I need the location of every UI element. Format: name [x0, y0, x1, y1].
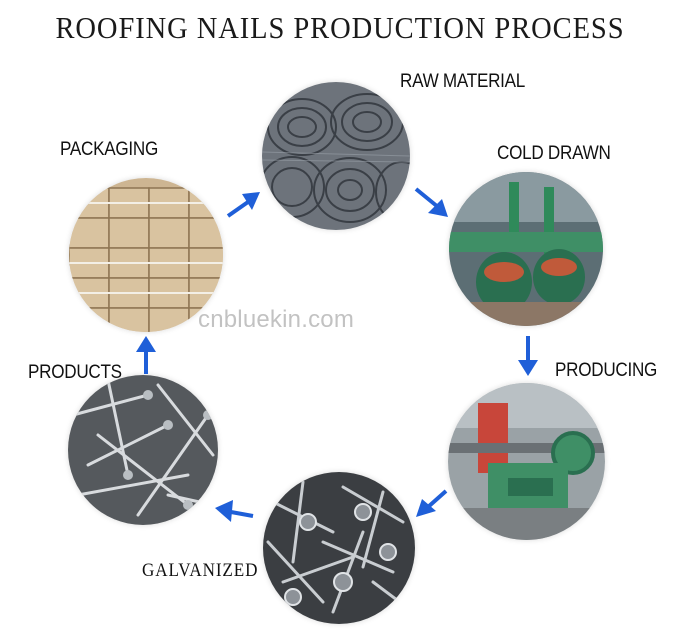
cold-drawn-photo — [449, 172, 603, 326]
galvanized-photo — [263, 472, 415, 624]
arrow-cold-to-producing — [518, 336, 538, 376]
watermark: cnbluekin.com — [198, 306, 355, 333]
diagram-title: ROOFING NAILS PRODUCTION PROCESS — [55, 10, 625, 45]
arrow-galvanized-to-products — [215, 500, 254, 522]
producing-photo — [448, 383, 605, 540]
arrow-raw-to-cold — [414, 187, 448, 217]
arrow-packaging-to-raw — [226, 192, 260, 218]
arrow-products-to-packaging — [136, 336, 156, 374]
label-raw-material: RAW MATERIAL — [400, 71, 526, 92]
label-galvanized: GALVANIZED — [142, 560, 259, 581]
label-cold-drawn: COLD DRAWN — [497, 143, 611, 164]
packaging-photo — [69, 178, 223, 332]
arrow-producing-to-galvanized — [416, 489, 448, 517]
label-packaging: PACKAGING — [60, 139, 158, 160]
products-photo — [68, 375, 218, 525]
label-products: PRODUCTS — [28, 362, 122, 383]
raw-material-photo — [262, 82, 410, 230]
label-producing: PRODUCING — [555, 360, 658, 381]
